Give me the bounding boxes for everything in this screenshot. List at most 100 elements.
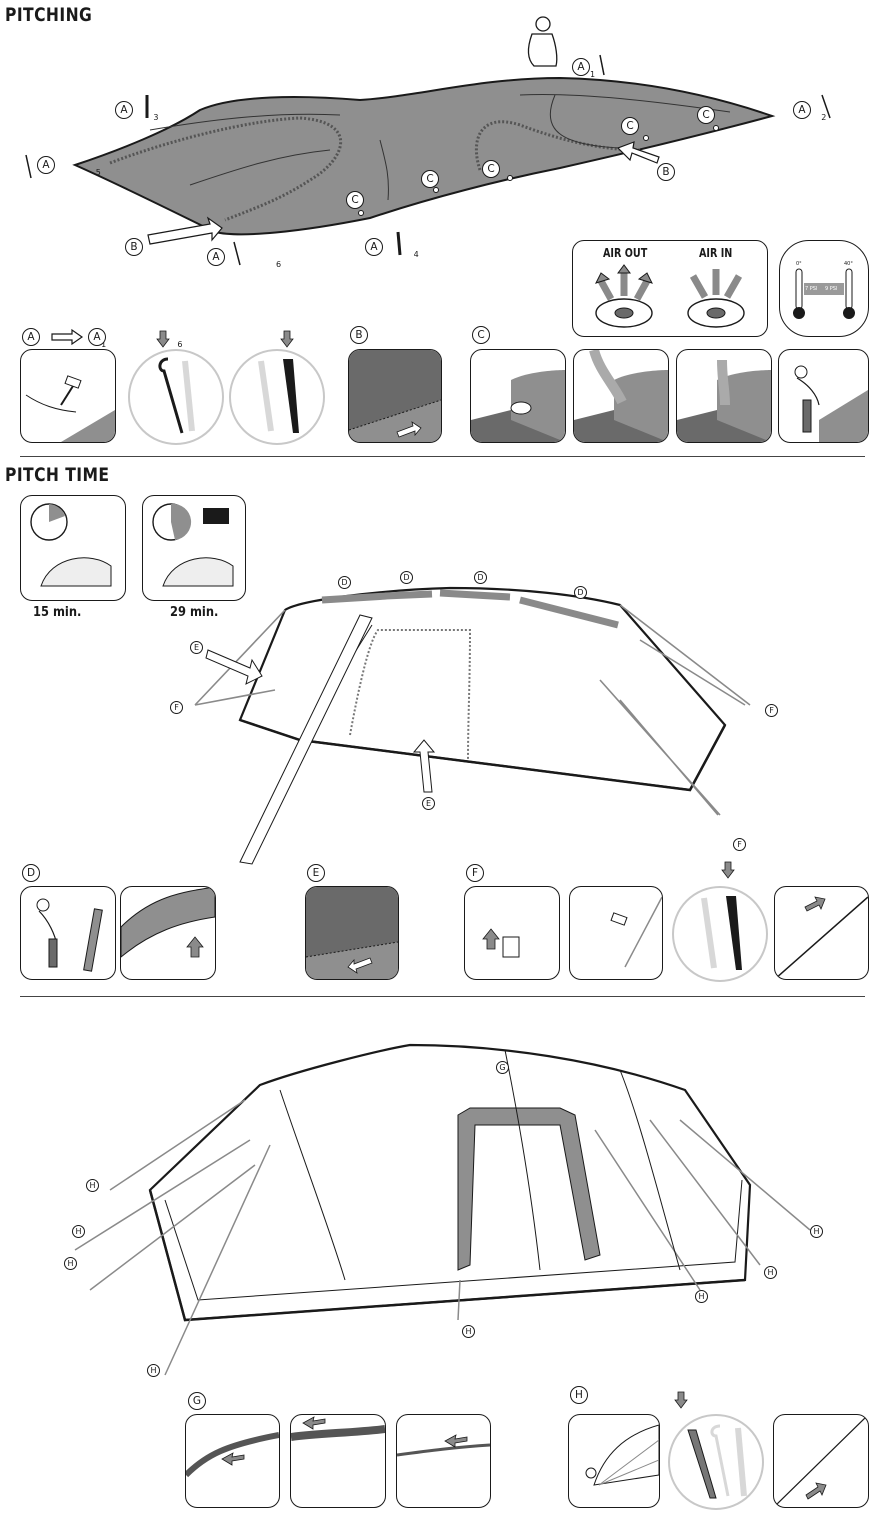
clock-long-illustration: [152, 503, 234, 587]
time-long-label: 29 min.: [170, 604, 219, 620]
thick-stake-icon: [258, 359, 299, 433]
step-f-stake-circle: [672, 886, 768, 982]
label-d1: D: [338, 576, 351, 589]
label-h7: H: [764, 1266, 777, 1279]
down-arrow-icon: [156, 330, 170, 348]
step-d-pump-panel: [20, 886, 116, 980]
gauge-hot-label: 40°: [844, 261, 853, 267]
person-pump-tube-illustration: [36, 898, 103, 972]
step-label-h: H: [570, 1386, 588, 1404]
curtain-tie-illustration-1: [186, 1432, 279, 1478]
thin-stake-icon: [158, 357, 195, 434]
gauge-cold-label: 0°: [796, 261, 802, 267]
label-f1: F: [170, 701, 183, 714]
label-c4: C: [621, 117, 639, 135]
time-long-panel: [142, 495, 246, 601]
step-d-tube-panel: [120, 886, 216, 980]
hammer-guyline-illustration: [610, 896, 662, 968]
step-f-buckle-panel: [464, 886, 560, 980]
label-f2: F: [765, 704, 778, 717]
temperature-gauge-panel: 0° 40° 7 PSI 9 PSI: [779, 240, 869, 337]
valve-open-illustration: [471, 370, 565, 442]
step-g-panel-1: [185, 1414, 280, 1508]
step-label-c: C: [472, 326, 490, 344]
inflated-tent-illustration: [194, 586, 751, 865]
pump-hose-illustration: [574, 350, 668, 442]
h-guyline-tension-illustration: [774, 1415, 868, 1507]
label-h1: H: [86, 1179, 99, 1192]
air-in-label: AIR IN: [699, 246, 733, 260]
step-f-tension-panel: [774, 886, 869, 980]
label-e2: E: [422, 797, 435, 810]
stake-thin-circle: [128, 349, 224, 445]
step-label-g: G: [188, 1392, 206, 1410]
valve-close-illustration: [677, 359, 771, 442]
step-e-zip-panel: [305, 886, 399, 980]
label-c1: C: [346, 191, 364, 209]
stake-thick-circle: [229, 349, 325, 445]
door-zip-illustration: [306, 887, 398, 979]
inflation-tube-illustration: [121, 887, 215, 958]
label-c2: C: [421, 170, 439, 188]
section-title-pitching: PITCHING: [5, 4, 93, 26]
guyline-stake-icon: [701, 896, 742, 970]
air-out-label: AIR OUT: [603, 246, 648, 260]
step-c-valve-open-panel: [470, 349, 566, 443]
label-c3: C: [482, 160, 500, 178]
label-b-right: B: [657, 163, 675, 181]
label-a2: A: [793, 101, 811, 119]
label-g-tent: G: [496, 1061, 509, 1074]
label-h2: H: [72, 1225, 85, 1238]
step-h-guyline-panel: [568, 1414, 660, 1508]
label-a6: A: [207, 248, 225, 266]
step-label-b: B: [350, 326, 368, 344]
h-stake-icon: [687, 1424, 747, 1499]
section-title-pitch-time: PITCH TIME: [5, 464, 110, 486]
step-label-a1: A: [22, 328, 40, 346]
step-b-zip-panel: [348, 349, 442, 443]
curtain-tie-illustration-2: [291, 1416, 385, 1441]
label-a5: A: [37, 156, 55, 174]
time-short-panel: [20, 495, 126, 601]
step-c-valve-close-panel: [676, 349, 772, 443]
step-h-stake-circle: [668, 1414, 764, 1510]
label-d4: D: [574, 586, 587, 599]
down-arrow-icon: [674, 1391, 688, 1409]
label-h5: H: [462, 1325, 475, 1338]
label-h6: H: [695, 1290, 708, 1303]
curtain-tie-illustration-3: [397, 1434, 490, 1457]
label-a1: A: [572, 58, 590, 76]
step-label-f: F: [466, 864, 484, 882]
guyline-tension-illustration: [775, 896, 868, 979]
step-c-pump-panel: [778, 349, 869, 443]
groundsheet-illustration: [25, 16, 831, 266]
person-pumping-illustration: [794, 365, 868, 442]
thermometer-icons: [793, 268, 855, 319]
step-label-d: D: [22, 864, 40, 882]
label-h8: H: [810, 1225, 823, 1238]
time-short-label: 15 min.: [33, 604, 82, 620]
gauge-psi-low: 7 PSI: [805, 286, 818, 292]
tent-guyline-illustration: [585, 1424, 659, 1486]
step-f-hammer-panel: [569, 886, 663, 980]
label-a4: A: [365, 238, 383, 256]
step-g-panel-2: [290, 1414, 386, 1508]
label-d3: D: [474, 571, 487, 584]
step-g-panel-3: [396, 1414, 491, 1508]
step-c-pump-hose-panel: [573, 349, 669, 443]
step-a-hammer-panel: [20, 349, 116, 443]
step-label-e: E: [307, 864, 325, 882]
label-d2: D: [400, 571, 413, 584]
clock-short-illustration: [30, 503, 112, 587]
step-h-tension-panel: [773, 1414, 869, 1508]
divider-2: [20, 996, 865, 997]
zip-panel-illustration: [349, 350, 441, 442]
label-c5: C: [697, 106, 715, 124]
hammer-stake-illustration: [25, 375, 115, 442]
arrow-a1-to-a6: [51, 328, 84, 346]
label-h3: H: [64, 1257, 77, 1270]
label-b-left: B: [125, 238, 143, 256]
label-f3: F: [733, 838, 746, 851]
step-label-a6: A: [88, 328, 106, 346]
label-e1: E: [190, 641, 203, 654]
